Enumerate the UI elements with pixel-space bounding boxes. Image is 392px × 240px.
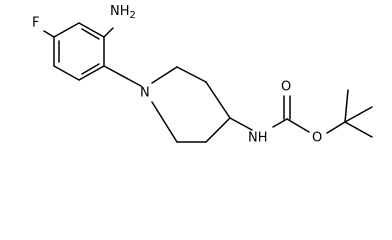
carbamate-nh-label: NH	[248, 131, 268, 146]
molecule-drawing: F NH2 N NH O O	[32, 4, 373, 146]
amine-label: NH2	[110, 4, 136, 21]
c-nh2-bond	[103, 27, 114, 38]
fluorine-label: F	[32, 16, 39, 31]
structure-canvas: F NH2 N NH O O	[32, 4, 373, 146]
nh-carbonyl-bond	[272, 118, 288, 128]
carbonyl-oxygen-label: O	[281, 80, 291, 95]
benzene-ring	[53, 22, 105, 81]
carbonyl-ester-bond	[286, 118, 310, 133]
ester-oxygen-label: O	[312, 131, 322, 146]
aryl-n-bond	[103, 65, 142, 87]
piperidine-ring	[151, 66, 231, 143]
c-f-bond	[43, 30, 55, 38]
ring-nitrogen-label: N	[140, 86, 150, 101]
amine-subscript: 2	[130, 10, 136, 21]
ester-tbutyl-bond	[326, 121, 346, 134]
tert-butyl-group	[344, 89, 373, 138]
c-nh-bond	[229, 117, 253, 131]
